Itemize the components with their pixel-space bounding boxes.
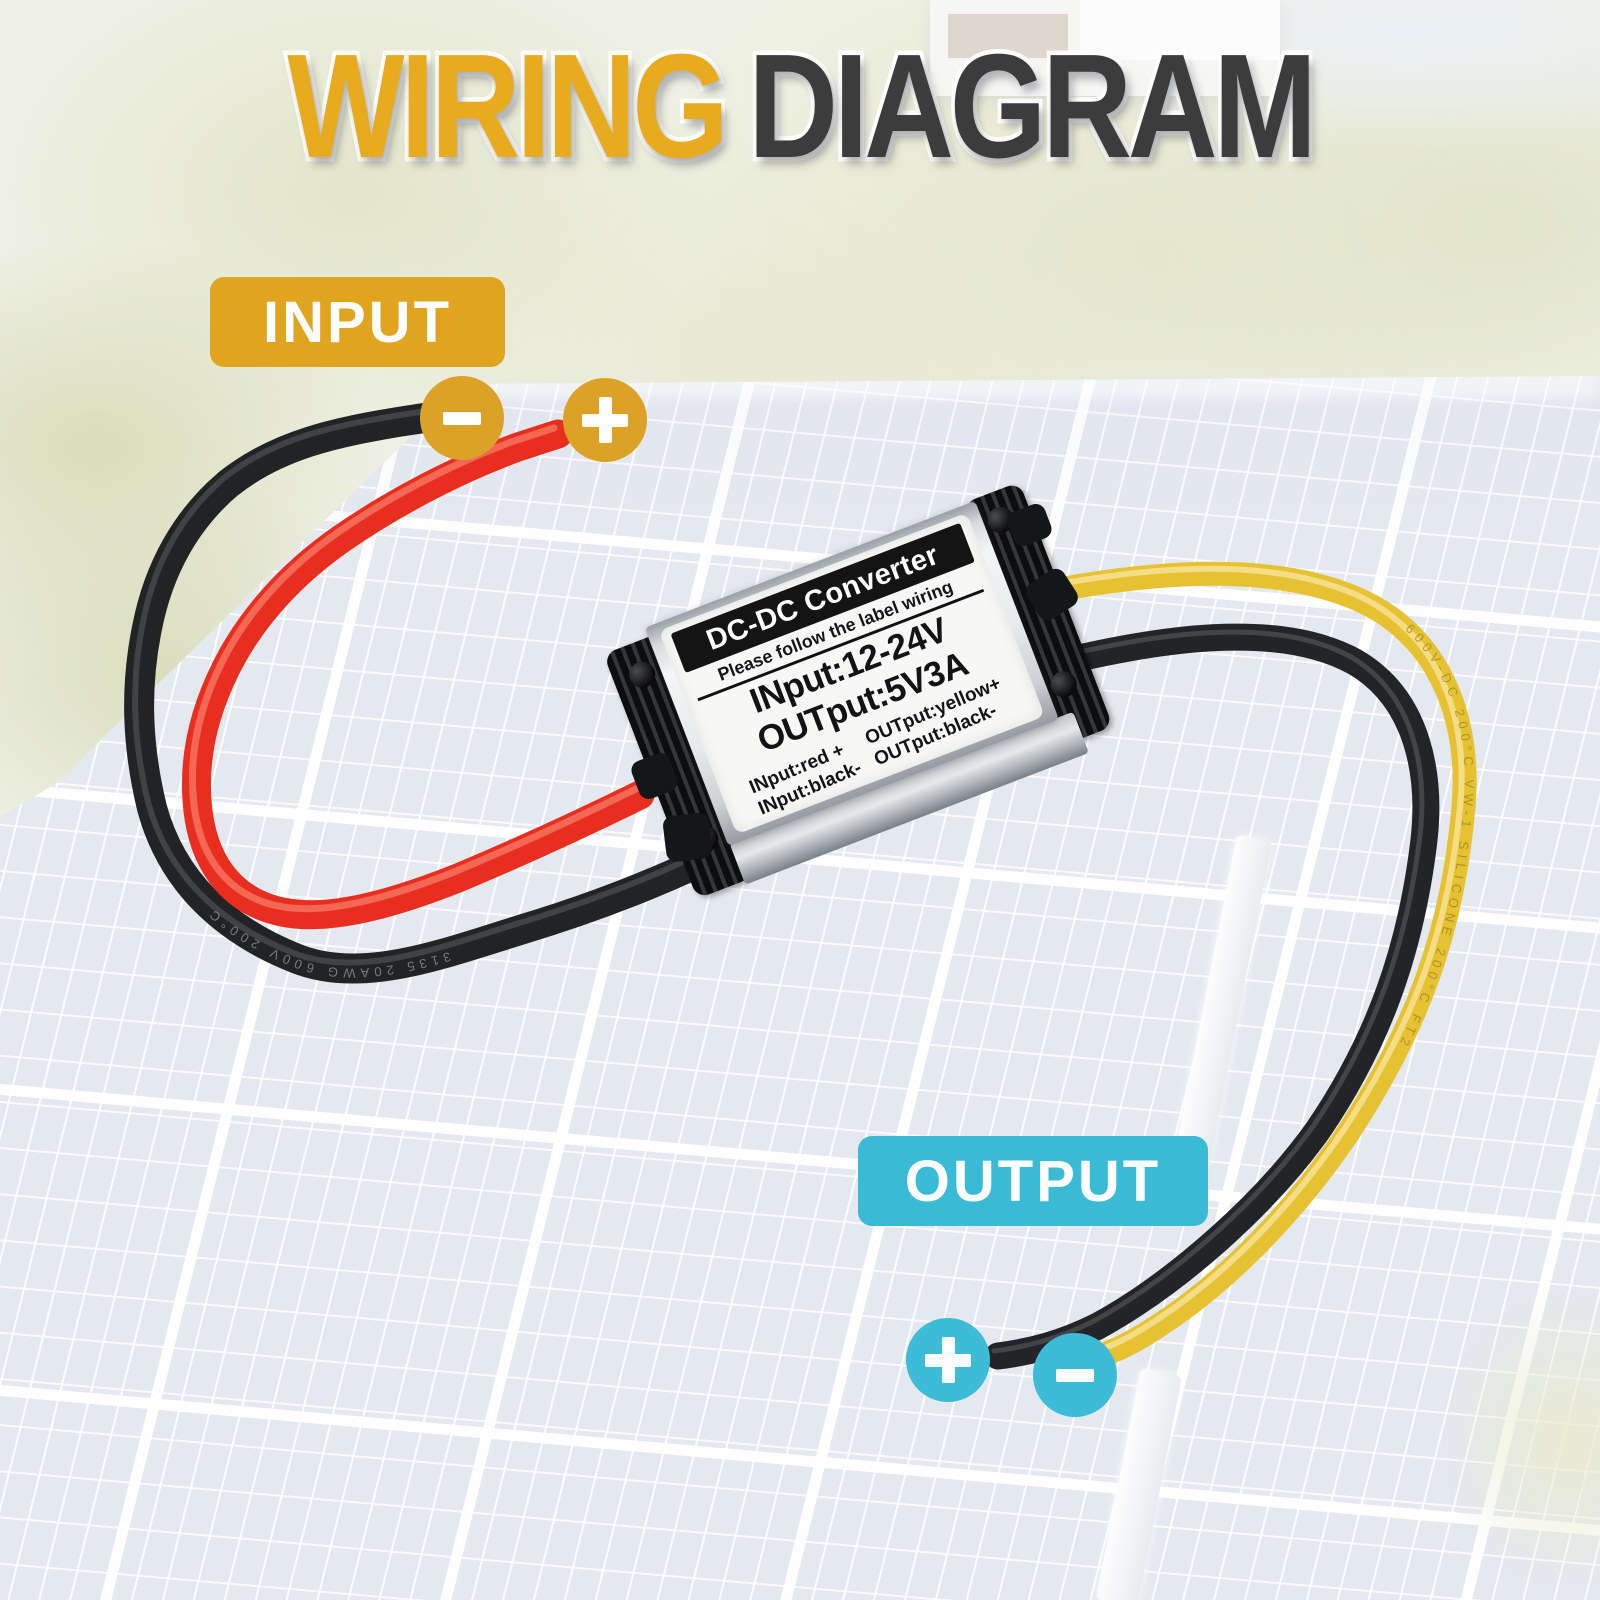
minus-icon — [443, 411, 481, 425]
minus-icon — [1056, 1368, 1094, 1382]
input-minus-marker: - — [420, 376, 504, 460]
output-black-wire — [984, 623, 1440, 1370]
title-word-wiring: WIRING — [283, 20, 732, 194]
output-yellow-wire — [1033, 561, 1477, 1364]
plus-icon — [925, 1337, 971, 1383]
input-red-wire-sheen — [188, 424, 640, 913]
output-badge: OUTPUT — [858, 1136, 1208, 1226]
input-badge-label: INPUT — [263, 289, 452, 355]
screw — [625, 657, 660, 692]
wire-grommet — [661, 811, 714, 863]
output-yellow-wire-sheen — [1039, 565, 1465, 1350]
output-black-wire-sheen — [991, 629, 1425, 1354]
input-black-wire-sheen — [132, 407, 699, 966]
input-black-wire — [124, 401, 715, 984]
plus-icon — [582, 397, 628, 443]
input-plus-marker: + — [563, 378, 647, 462]
title-word-diagram: DIAGRAM — [744, 20, 1320, 194]
output-badge-label: OUTPUT — [904, 1148, 1162, 1214]
output-plus-marker: + — [906, 1318, 990, 1402]
output-minus-marker: - — [1033, 1333, 1117, 1417]
input-red-wire — [181, 419, 655, 930]
screw — [1046, 667, 1081, 702]
input-badge: INPUT — [210, 277, 505, 367]
